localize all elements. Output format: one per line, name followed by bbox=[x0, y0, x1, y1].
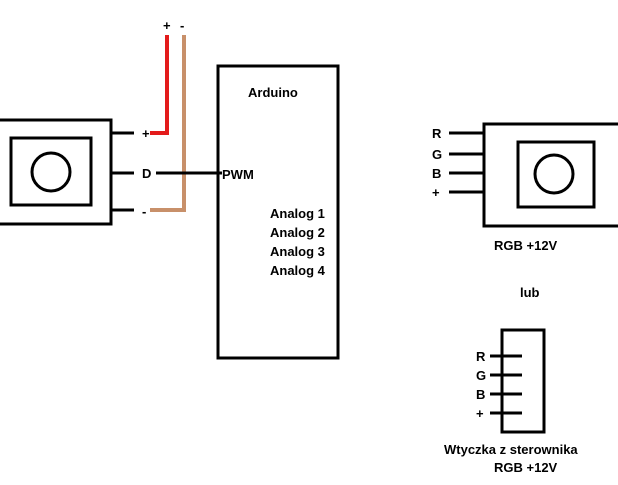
left-pin-plus-label: + bbox=[142, 126, 150, 141]
rgb-pin-plus-label: + bbox=[432, 185, 440, 200]
rgb-module-caption: RGB +12V bbox=[494, 238, 558, 253]
rgb-module: R G B + RGB +12V bbox=[432, 122, 618, 253]
connector-pin-g-label: G bbox=[476, 368, 486, 383]
wire-plus bbox=[150, 35, 169, 135]
connector-caption-line1: Wtyczka z sterownika bbox=[444, 442, 578, 457]
left-pin-d-label: D bbox=[142, 166, 151, 181]
connector-body bbox=[500, 328, 546, 434]
rgb-module-inner bbox=[516, 140, 596, 209]
rgb-module-body bbox=[482, 122, 618, 228]
rgb-pin-r-label: R bbox=[432, 126, 442, 141]
connector-plug: R G B + Wtyczka z sterownika RGB +12V bbox=[444, 328, 578, 475]
left-component: + D - bbox=[0, 118, 151, 226]
arduino-analog-3: Analog 3 bbox=[270, 244, 325, 259]
arduino-analog-4: Analog 4 bbox=[270, 263, 326, 278]
connector-pin-r-label: R bbox=[476, 349, 486, 364]
separator-label: lub bbox=[520, 285, 540, 300]
rgb-module-circle bbox=[533, 153, 575, 195]
connector-caption-line2: RGB +12V bbox=[494, 460, 558, 475]
connector-pin-b-label: B bbox=[476, 387, 485, 402]
arduino-title: Arduino bbox=[248, 85, 298, 100]
left-pin-minus-label: - bbox=[142, 204, 146, 219]
arduino-box bbox=[216, 64, 340, 360]
arduino-board: Arduino PWM Analog 1 Analog 2 Analog 3 A… bbox=[216, 64, 340, 360]
arduino-analog-2: Analog 2 bbox=[270, 225, 325, 240]
arduino-analog-1: Analog 1 bbox=[270, 206, 325, 221]
left-component-inner bbox=[9, 136, 93, 207]
arduino-pwm-label: PWM bbox=[222, 167, 254, 182]
left-component-circle bbox=[30, 151, 72, 193]
rgb-pin-b-label: B bbox=[432, 166, 441, 181]
power-plus-label: + bbox=[163, 18, 171, 33]
power-minus-label: - bbox=[180, 18, 184, 33]
left-component-body bbox=[0, 118, 113, 226]
connector-pin-plus-label: + bbox=[476, 406, 484, 421]
rgb-pin-g-label: G bbox=[432, 147, 442, 162]
wire-minus bbox=[150, 35, 186, 212]
